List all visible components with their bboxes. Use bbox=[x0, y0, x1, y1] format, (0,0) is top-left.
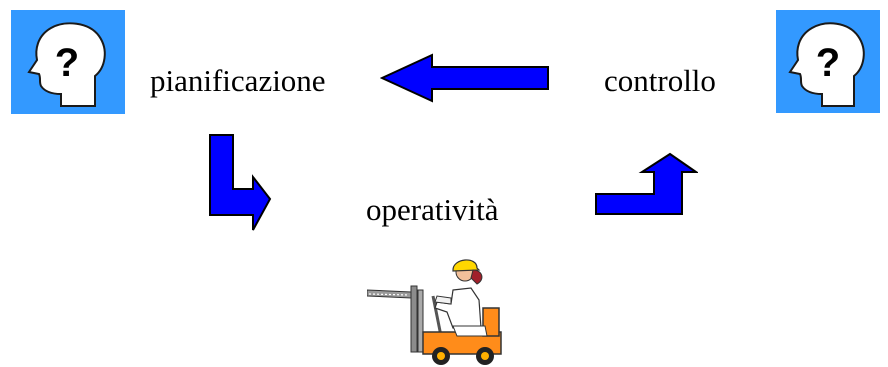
label-pianificazione: pianificazione bbox=[150, 63, 326, 98]
arrow-up-right-icon bbox=[595, 152, 698, 215]
label-operativita: operatività bbox=[366, 192, 499, 227]
svg-text:?: ? bbox=[55, 41, 79, 85]
arrow-down-right-icon bbox=[209, 134, 272, 231]
head-question-icon: ? bbox=[776, 10, 880, 113]
forklift-worker-icon bbox=[367, 259, 502, 365]
label-controllo: controllo bbox=[604, 63, 716, 98]
head-question-icon: ? bbox=[11, 10, 125, 114]
svg-text:?: ? bbox=[816, 41, 840, 85]
arrow-left-icon bbox=[380, 53, 549, 103]
